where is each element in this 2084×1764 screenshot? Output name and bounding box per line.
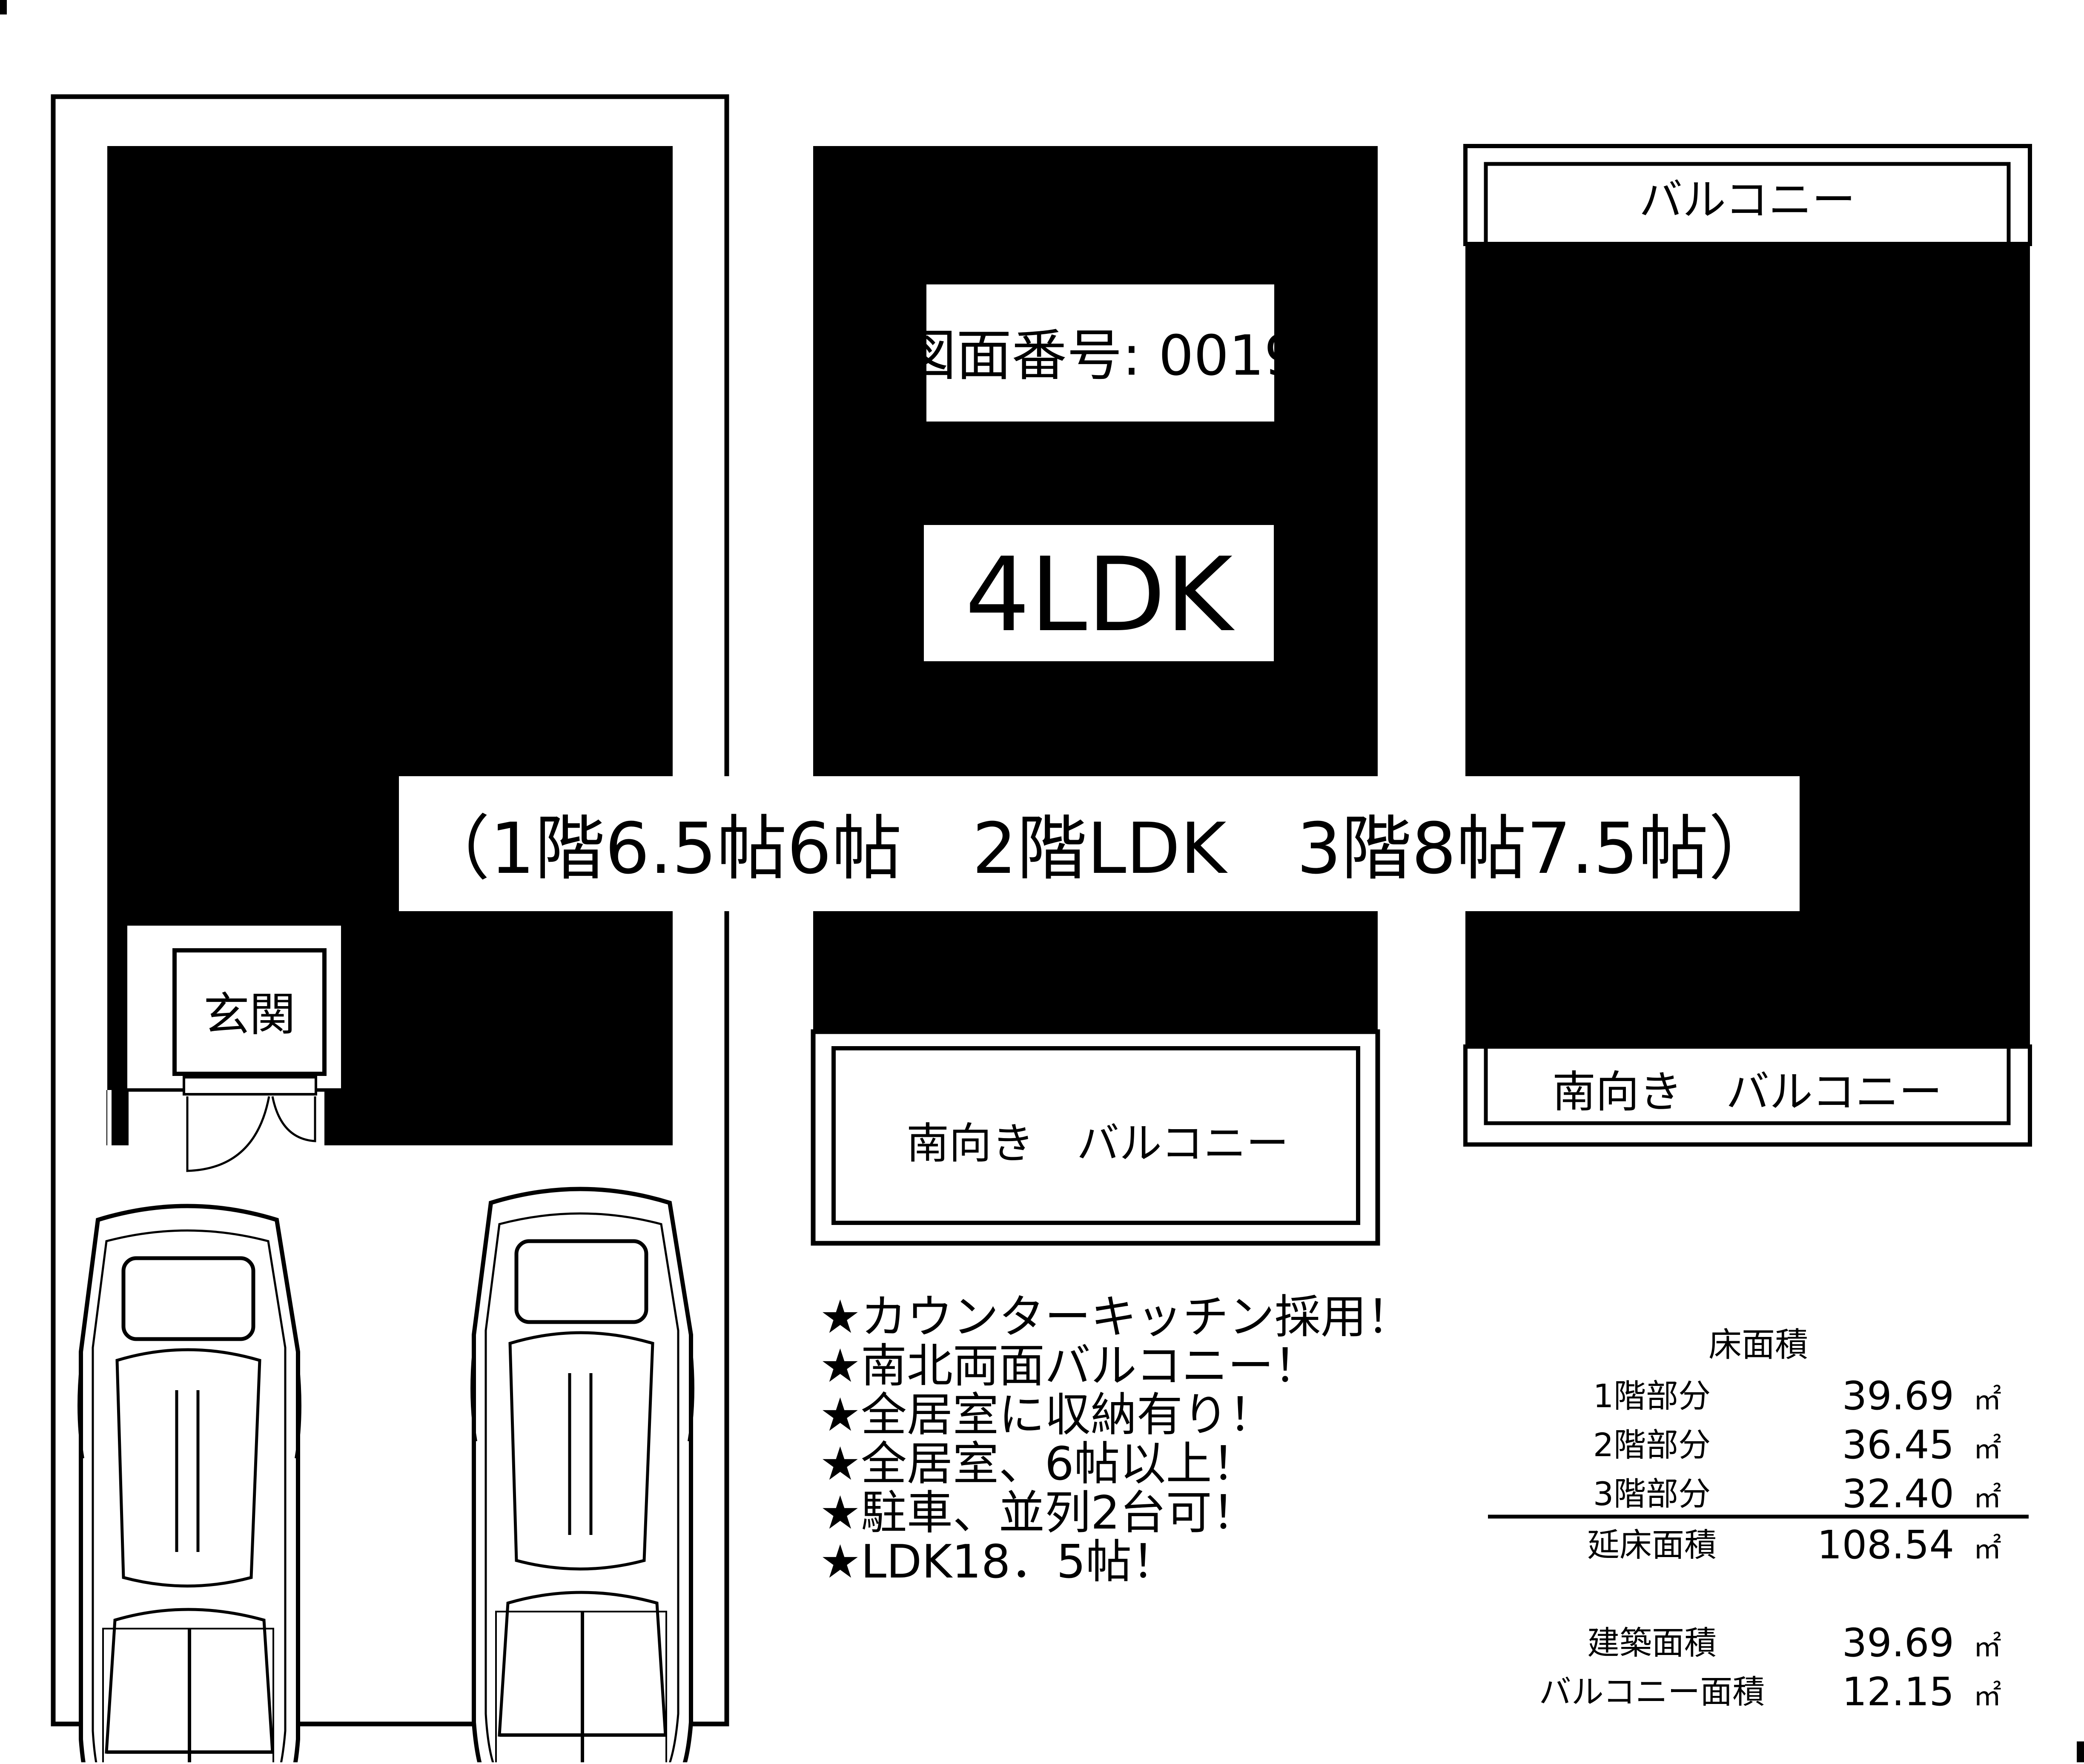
feature-list: ★カウンターキッチン採用！ ★南北両面バルコニー！ ★全居室に収納有り！ ★全居… xyxy=(820,1291,1413,1589)
area-row-label: 1階部分 xyxy=(1593,1377,1711,1415)
area-row-unit: ㎡ xyxy=(1973,1532,2001,1565)
layout-type-box: 4LDK xyxy=(924,525,1274,661)
entrance: 玄関 xyxy=(124,922,344,1172)
feature-item: ★全居室に収納有り！ xyxy=(820,1388,1275,1442)
floor-2-balcony-inner xyxy=(831,1046,1360,1225)
balcony-south-3f-label: 南向き バルコニー xyxy=(1552,1067,1942,1118)
area-row-unit: ㎡ xyxy=(1973,1383,2001,1416)
feature-item: ★カウンターキッチン採用！ xyxy=(820,1291,1413,1344)
parked-car xyxy=(77,1204,301,1764)
entrance-label: 玄関 xyxy=(204,988,295,1041)
feature-item: ★南北両面バルコニー！ xyxy=(820,1339,1320,1393)
area-row-unit: ㎡ xyxy=(1973,1481,2001,1514)
entrance-box xyxy=(172,948,327,1076)
area-row-unit: ㎡ xyxy=(1973,1432,2001,1465)
rooms-summary-box: （1階6.5帖6帖 2階LDK 3階8帖7.5帖） xyxy=(399,776,1800,911)
drawing-number-box: 図面番号: 0019 xyxy=(901,284,1299,422)
floor-3-balcony-south-inner xyxy=(1484,1044,2011,1125)
floor-2-balcony-outer xyxy=(811,1029,1380,1246)
corner-mark xyxy=(0,0,7,14)
area-table: 床面積 1階部分 39.69 ㎡ 2階部分 36.45 ㎡ 3階部分 32.40… xyxy=(1488,1326,2029,1715)
feature-item: ★LDK18．5帖！ xyxy=(820,1535,1178,1589)
area-extra-label: 建築面積 xyxy=(1587,1624,1717,1662)
area-row-label: 3階部分 xyxy=(1593,1475,1711,1513)
feature-item: ★駐車、並列2台可！ xyxy=(820,1486,1258,1540)
floor-3-plan: バルコニー 南向き バルコニー xyxy=(1463,144,2032,1147)
entrance-threshold xyxy=(183,1076,317,1096)
area-row-value: 39.69 xyxy=(1842,1373,1954,1419)
area-table-title: 床面積 xyxy=(1708,1326,1808,1364)
area-extra-label: バルコニー面積 xyxy=(1539,1673,1765,1711)
parked-car xyxy=(470,1187,694,1764)
entrance-door-swing xyxy=(186,1096,270,1172)
entrance-door-swing xyxy=(271,1096,316,1142)
layout-type: 4LDK xyxy=(965,535,1235,654)
area-total-value: 108.54 xyxy=(1817,1522,1954,1568)
balcony-north-label: バルコニー xyxy=(1639,175,1855,226)
floor-1-plan: 玄関 xyxy=(51,94,729,1764)
rooms-summary: （1階6.5帖6帖 2階LDK 3階8帖7.5帖） xyxy=(420,808,1779,889)
area-row-label: 2階部分 xyxy=(1593,1426,1711,1464)
area-extra-value: 39.69 xyxy=(1842,1620,1954,1666)
feature-item: ★全居室、6帖以上！ xyxy=(820,1437,1258,1491)
balcony-south-2f-label: 南向き バルコニー xyxy=(906,1119,1289,1168)
floor-1-wall-gap xyxy=(112,1090,129,1145)
area-row-value: 32.40 xyxy=(1842,1471,1954,1517)
area-total-label: 延床面積 xyxy=(1587,1526,1717,1564)
corner-mark xyxy=(2077,1741,2084,1762)
area-row-unit: ㎡ xyxy=(1973,1679,2001,1712)
area-row-unit: ㎡ xyxy=(1973,1630,2001,1663)
floor-3-building xyxy=(1465,244,2030,1047)
drawing-number: 図面番号: 0019 xyxy=(901,323,1299,388)
area-row-value: 36.45 xyxy=(1842,1422,1954,1468)
area-extra-value: 12.15 xyxy=(1842,1669,1954,1715)
